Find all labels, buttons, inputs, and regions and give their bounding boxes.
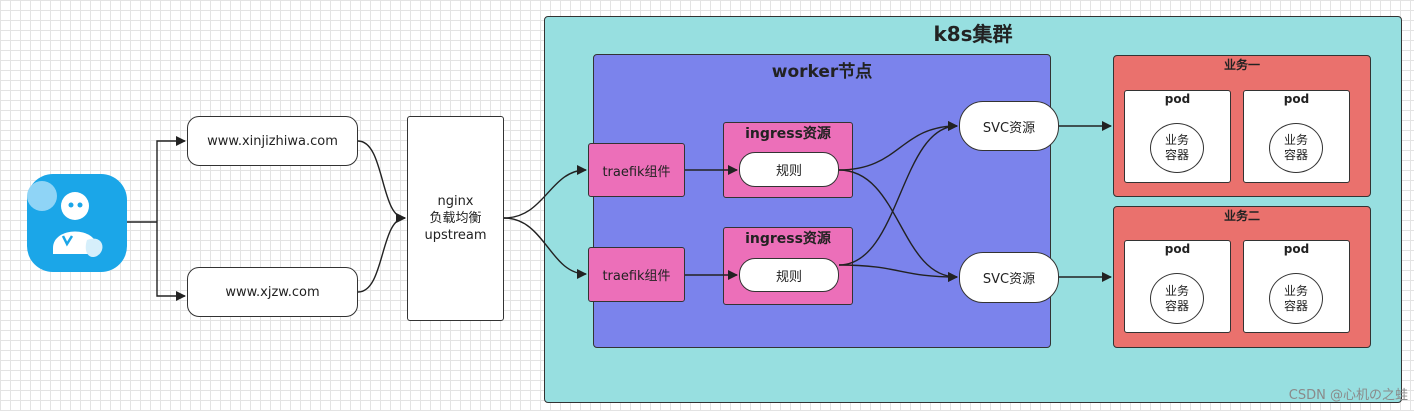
container-line2-1a: 容器 xyxy=(1164,148,1189,162)
edge-user-domain-2 xyxy=(156,222,186,301)
domain-box-1: www.xinjizhiwa.com xyxy=(187,116,358,166)
svc-label-2: SVC资源 xyxy=(982,272,1036,287)
worker-title: worker节点 xyxy=(771,62,873,82)
edge-user-domain-1 xyxy=(156,136,186,222)
container-line2-1b: 容器 xyxy=(1283,148,1308,162)
pod-label-1b: pod xyxy=(1283,92,1310,106)
traefik-component-2: traefik组件 xyxy=(588,247,685,302)
nginx-box: nginx 负载均衡 upstream xyxy=(407,116,504,321)
domain-box-2: www.xjzw.com xyxy=(187,267,358,317)
container-2b: 业务容器 xyxy=(1269,273,1323,324)
edge-rule2-svc2 xyxy=(838,264,958,282)
pod-label-1a: pod xyxy=(1164,92,1191,106)
edge-nginx-traefik-1 xyxy=(503,165,587,219)
ingress-title-1: ingress资源 xyxy=(745,126,831,142)
container-line1-1a: 业务 xyxy=(1164,133,1189,147)
ingress-rule-1: 规则 xyxy=(739,152,839,187)
nginx-label: nginx xyxy=(437,194,474,209)
traefik-component-1: traefik组件 xyxy=(588,143,685,197)
container-line2-2b: 容器 xyxy=(1283,298,1308,313)
business-1-title: 业务一 xyxy=(1223,58,1260,72)
edge-domain2-nginx xyxy=(357,213,406,293)
traefik-label-1: traefik组件 xyxy=(602,164,671,180)
edge-rule2-svc1 xyxy=(838,121,958,266)
container-1b: 业务容器 xyxy=(1269,123,1323,173)
container-line1-2a: 业务 xyxy=(1164,283,1189,298)
edge-rule1-svc1 xyxy=(838,121,958,171)
domain-label-1: www.xinjizhiwa.com xyxy=(207,133,338,149)
business-2-title: 业务二 xyxy=(1223,209,1260,223)
pod-label-2a: pod xyxy=(1164,242,1191,256)
container-line1-1b: 业务 xyxy=(1283,133,1308,147)
pod-label-2b: pod xyxy=(1283,242,1310,256)
container-2a: 业务容器 xyxy=(1150,273,1204,324)
cluster-title: k8s集群 xyxy=(933,22,1013,46)
container-line2-2a: 容器 xyxy=(1164,298,1189,313)
nginx-upstream-label: upstream xyxy=(424,228,487,243)
edge-nginx-traefik-2 xyxy=(503,217,587,279)
ingress-title-2: ingress资源 xyxy=(745,231,831,247)
container-line1-2b: 业务 xyxy=(1283,283,1308,298)
watermark: CSDN @心机の之蛙 xyxy=(1288,388,1408,403)
traefik-label-2: traefik组件 xyxy=(602,269,671,284)
svc-resource-2: SVC资源 xyxy=(959,252,1059,303)
domain-label-2: www.xjzw.com xyxy=(225,284,320,300)
rule-label-1: 规则 xyxy=(775,164,802,179)
container-1a: 业务容器 xyxy=(1150,123,1204,173)
edge-domain1-nginx xyxy=(357,140,406,223)
rule-label-2: 规则 xyxy=(775,269,802,285)
nginx-lb-label: 负载均衡 xyxy=(429,211,482,226)
svc-label-1: SVC资源 xyxy=(982,120,1036,136)
edge-rule1-svc2 xyxy=(838,169,958,282)
ingress-rule-2: 规则 xyxy=(739,258,839,292)
user-avatar-icon xyxy=(27,174,127,272)
svc-resource-1: SVC资源 xyxy=(959,101,1059,151)
